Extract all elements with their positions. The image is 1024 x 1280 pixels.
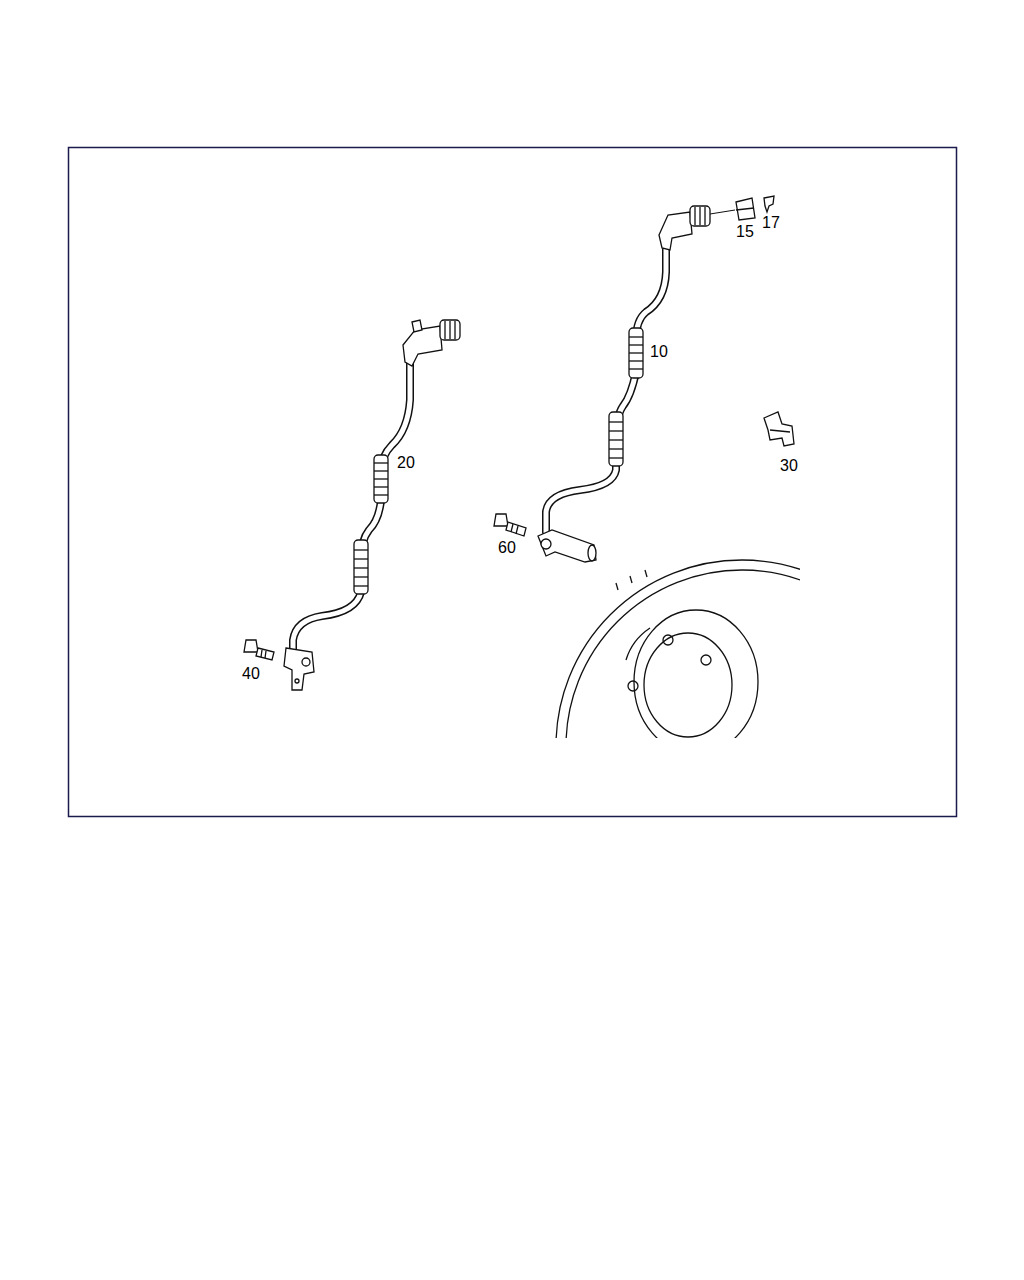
sensor-cable-right [546,240,666,532]
connector-left [403,320,460,366]
callout-number: 10 [650,343,668,361]
small-parts [736,196,794,446]
callout-number: 17 [762,214,780,232]
callout-number: 30 [780,457,798,475]
callout-number: 40 [242,665,260,683]
callout-number: 15 [736,223,754,241]
wheel-sensor-left [284,648,314,690]
brake-disc [556,560,800,738]
frame [69,148,957,817]
callout-number: 60 [498,539,516,557]
cable-grommets-right [609,328,643,466]
bolts [244,514,526,660]
cable-grommets-left [354,455,388,594]
wheel-sensor-right [538,530,596,562]
callout-number: 20 [397,454,415,472]
sensor-cable-left [293,350,410,652]
connector-right [659,206,735,250]
